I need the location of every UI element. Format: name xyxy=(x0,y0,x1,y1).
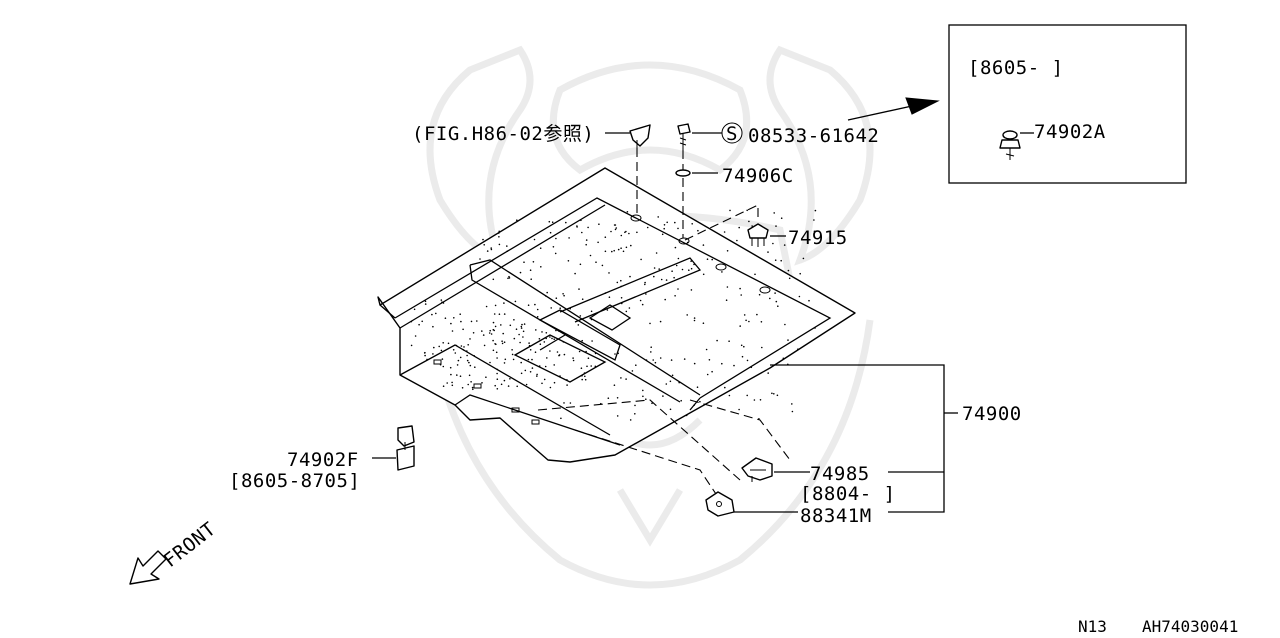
bracket-range-label: [8804- ] xyxy=(800,483,896,505)
screw-part-label: 08533-61642 xyxy=(748,125,879,147)
inset-range-label: [8605- ] xyxy=(968,57,1064,79)
bracket-part[interactable] xyxy=(741,457,773,482)
pad-part-label: 88341M xyxy=(800,505,872,527)
clip-part-label: 74915 xyxy=(788,227,848,249)
pad-part[interactable] xyxy=(705,491,735,517)
inset-pointer-arrow xyxy=(847,97,940,121)
diagram-id: AH74030041 xyxy=(1142,617,1238,636)
fig-ref-label: (FIG.H86-02参照) xyxy=(412,123,594,145)
clip-fig-ref-part[interactable] xyxy=(629,124,651,150)
hook-range-label: [8605-8705] xyxy=(229,470,360,492)
assembly-lines xyxy=(537,148,791,501)
washer-part[interactable] xyxy=(675,169,691,177)
washer-part-label: 74906C xyxy=(722,165,794,187)
floor-panel xyxy=(377,167,856,463)
screw-part[interactable] xyxy=(677,123,691,150)
clip-part[interactable] xyxy=(747,223,769,247)
inset-part-label: 74902A xyxy=(1034,121,1106,143)
screw-standard-icon xyxy=(721,122,743,144)
screw-symbol: S xyxy=(726,123,738,145)
inset-box: [8605- ] 74902A xyxy=(948,24,1187,184)
front-label: FRONT xyxy=(160,518,221,572)
model-code: N13 xyxy=(1078,617,1107,636)
inset-fastener-part[interactable] xyxy=(999,130,1021,160)
front-arrow-icon xyxy=(129,550,167,585)
hook-part-label: 74902F xyxy=(287,449,359,471)
hook-part[interactable] xyxy=(396,425,415,471)
bracket-part-label: 74985 xyxy=(810,463,870,485)
main-part-label: 74900 xyxy=(962,403,1022,425)
